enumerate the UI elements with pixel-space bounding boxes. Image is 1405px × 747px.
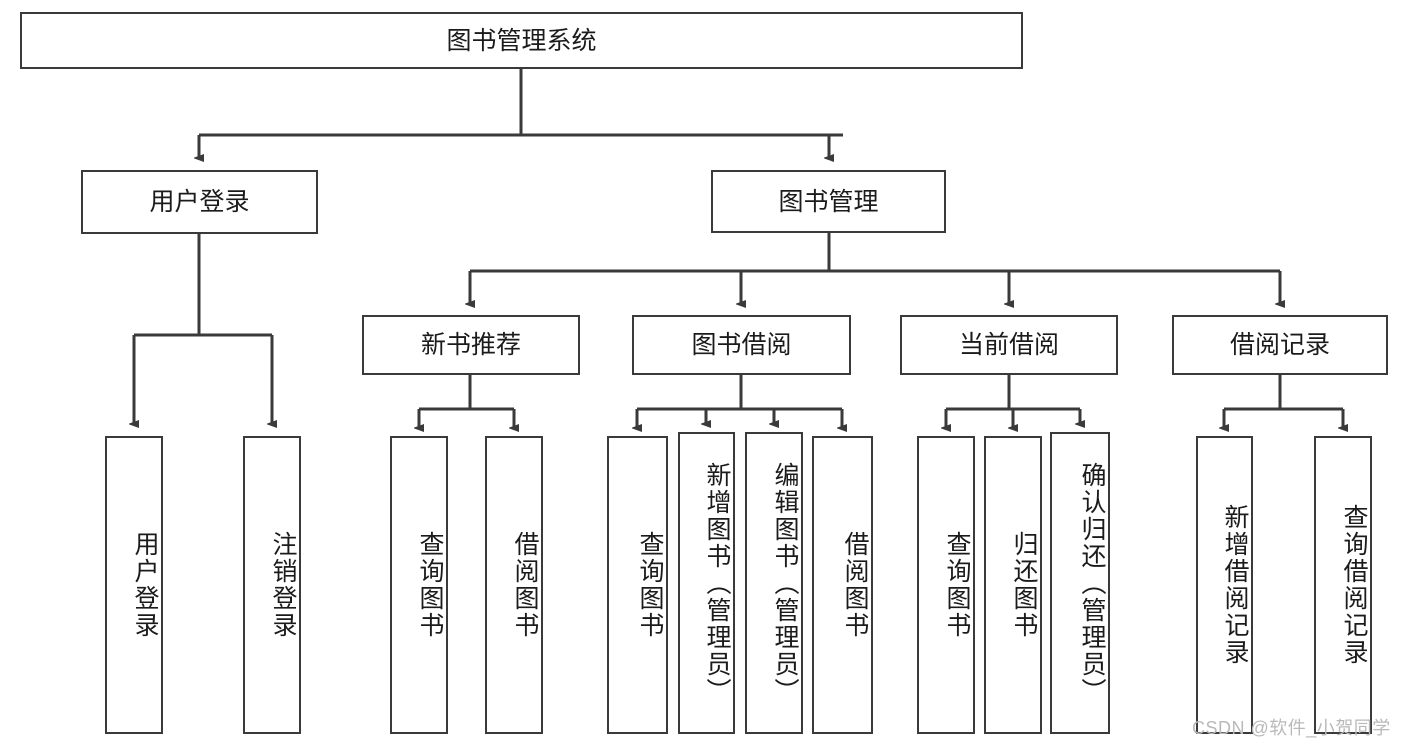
leaf-current-borrow-return[interactable]: 归还图书	[984, 436, 1042, 734]
node-user-login-label: 用户登录	[149, 188, 250, 216]
leaf-book-borrow-edit[interactable]: 编辑图书（管理员）	[745, 432, 803, 734]
leaf-book-borrow-edit-label: 编辑图书（管理员）	[771, 461, 799, 705]
leaf-borrow-record-add-label: 新增借阅记录	[1221, 504, 1249, 666]
leaf-book-borrow-borrow-label: 借阅图书	[841, 531, 869, 639]
leaf-current-borrow-query-label: 查询图书	[943, 531, 971, 639]
leaf-user-login-signout-label: 注销登录	[269, 531, 297, 639]
node-book-management[interactable]: 图书管理	[711, 170, 946, 233]
leaf-user-login-signout[interactable]: 注销登录	[243, 436, 301, 734]
watermark-csdn: CSDN @软件_小贺同学	[1192, 718, 1391, 738]
leaf-book-borrow-borrow[interactable]: 借阅图书	[812, 436, 873, 734]
leaf-current-borrow-query[interactable]: 查询图书	[917, 436, 975, 734]
node-current-borrow[interactable]: 当前借阅	[900, 315, 1118, 375]
node-book-borrow-label: 图书借阅	[691, 331, 792, 359]
leaf-borrow-record-query[interactable]: 查询借阅记录	[1314, 436, 1372, 734]
node-current-borrow-label: 当前借阅	[958, 331, 1059, 359]
leaf-current-borrow-confirm[interactable]: 确认归还（管理员）	[1050, 432, 1110, 734]
leaf-book-borrow-query[interactable]: 查询图书	[607, 436, 668, 734]
leaf-new-book-query[interactable]: 查询图书	[390, 436, 448, 734]
leaf-book-borrow-add[interactable]: 新增图书（管理员）	[678, 432, 735, 734]
leaf-borrow-record-add[interactable]: 新增借阅记录	[1196, 436, 1253, 734]
leaf-user-login-signin[interactable]: 用户登录	[105, 436, 163, 734]
leaf-new-book-query-label: 查询图书	[416, 531, 444, 639]
node-new-book-recommend-label: 新书推荐	[420, 331, 521, 359]
node-new-book-recommend[interactable]: 新书推荐	[362, 315, 580, 375]
leaf-book-borrow-query-label: 查询图书	[636, 531, 664, 639]
node-book-borrow[interactable]: 图书借阅	[632, 315, 851, 375]
leaf-new-book-borrow[interactable]: 借阅图书	[485, 436, 543, 734]
node-borrow-record[interactable]: 借阅记录	[1172, 315, 1388, 375]
node-user-login[interactable]: 用户登录	[81, 170, 318, 234]
node-root-system-label: 图书管理系统	[446, 26, 597, 55]
leaf-current-borrow-confirm-label: 确认归还（管理员）	[1078, 461, 1106, 705]
leaf-current-borrow-return-label: 归还图书	[1010, 531, 1038, 639]
node-borrow-record-label: 借阅记录	[1229, 331, 1330, 359]
leaf-new-book-borrow-label: 借阅图书	[511, 531, 539, 639]
leaf-borrow-record-query-label: 查询借阅记录	[1340, 504, 1368, 666]
node-book-management-label: 图书管理	[778, 187, 879, 216]
leaf-user-login-signin-label: 用户登录	[131, 531, 159, 639]
node-root-system[interactable]: 图书管理系统	[20, 12, 1023, 69]
leaf-book-borrow-add-label: 新增图书（管理员）	[703, 461, 731, 705]
